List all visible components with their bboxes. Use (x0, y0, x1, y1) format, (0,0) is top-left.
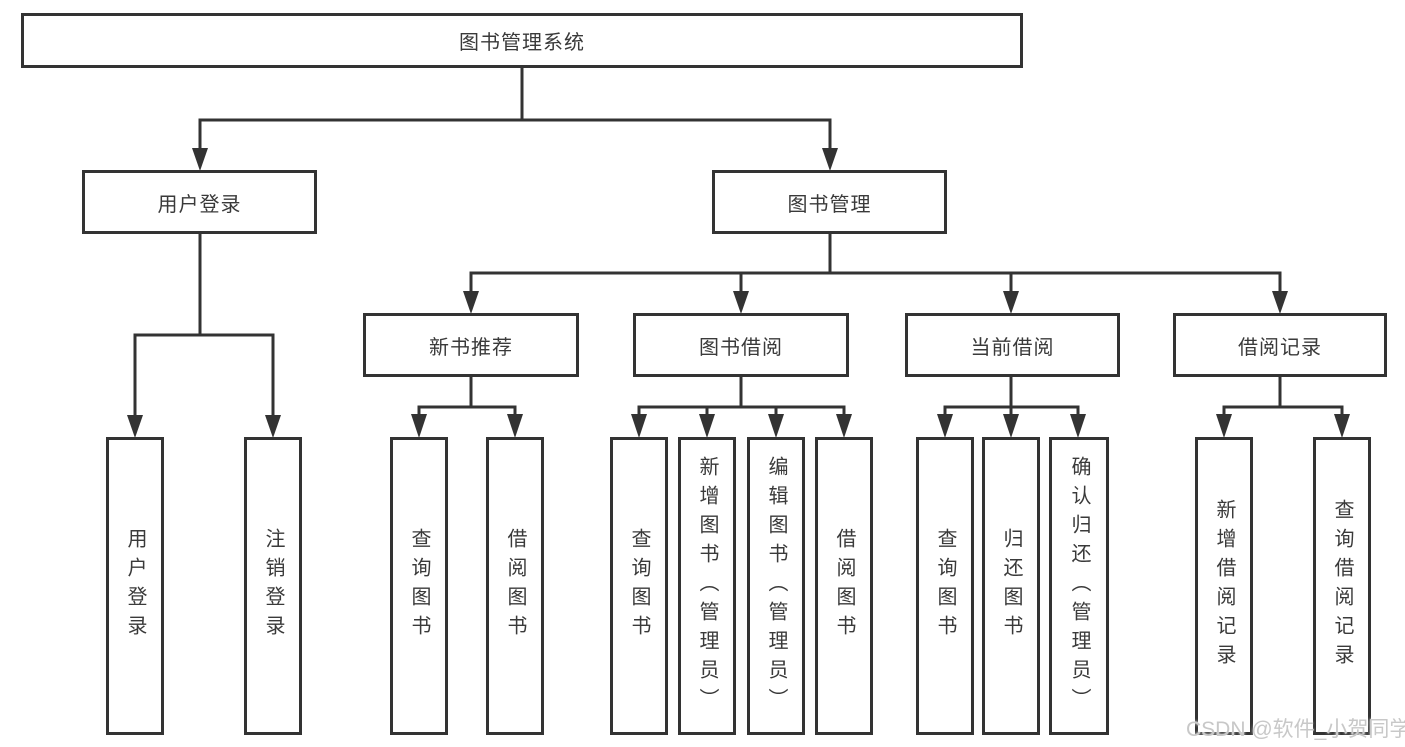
leaf-confirm-return-admin: 确认归还（管理员） (1049, 437, 1109, 735)
leaf-add-book-admin: 新增图书（管理员） (678, 437, 736, 735)
leaf-query-borrow-record: 查询借阅记录 (1313, 437, 1371, 735)
connector-borrow-records-branch (1216, 375, 1350, 438)
node-label: 新增图书（管理员） (696, 455, 718, 717)
node-label: 图书管理系统 (459, 32, 585, 54)
node-label: 用户登录 (124, 528, 146, 644)
leaf-return-book: 归还图书 (982, 437, 1040, 735)
node-label: 图书管理 (787, 193, 872, 216)
connector-book-management-branch (463, 232, 1288, 314)
node-label: 图书借阅 (699, 336, 783, 359)
connector-root-branch (192, 66, 838, 171)
node-label: 借阅记录 (1238, 336, 1322, 359)
node-book-borrow: 图书借阅 (633, 313, 849, 377)
leaf-logout: 注销登录 (244, 437, 302, 735)
leaf-query-books-borrow: 查询图书 (610, 437, 668, 735)
node-label: 查询图书 (934, 528, 956, 644)
node-borrow-records: 借阅记录 (1173, 313, 1387, 377)
node-label: 借阅图书 (504, 528, 526, 644)
node-user-login: 用户登录 (82, 170, 317, 234)
node-library-system: 图书管理系统 (21, 13, 1023, 68)
node-current-borrow: 当前借阅 (905, 313, 1120, 377)
node-label: 查询图书 (628, 528, 650, 644)
watermark-text: CSDN @软件_小贺同学 (1186, 718, 1405, 741)
node-label: 借阅图书 (833, 528, 855, 644)
node-label: 用户登录 (157, 193, 242, 216)
leaf-borrow-books-recommend: 借阅图书 (486, 437, 544, 735)
leaf-query-books-current: 查询图书 (916, 437, 974, 735)
leaf-user-login: 用户登录 (106, 437, 164, 735)
connector-user-login-branch (127, 232, 281, 438)
leaf-add-borrow-record: 新增借阅记录 (1195, 437, 1253, 735)
node-label: 查询图书 (408, 528, 430, 644)
leaf-query-books-recommend: 查询图书 (390, 437, 448, 735)
connector-new-book-branch (411, 375, 523, 438)
leaf-edit-book-admin: 编辑图书（管理员） (747, 437, 805, 735)
node-new-book-recommend: 新书推荐 (363, 313, 579, 377)
node-book-management: 图书管理 (712, 170, 947, 234)
node-label: 当前借阅 (970, 336, 1055, 359)
node-label: 注销登录 (262, 528, 284, 644)
node-label: 查询借阅记录 (1331, 499, 1353, 673)
node-label: 新书推荐 (429, 336, 513, 359)
node-label: 新增借阅记录 (1213, 499, 1235, 673)
node-label: 编辑图书（管理员） (765, 455, 787, 717)
node-label: 确认归还（管理员） (1068, 455, 1090, 717)
node-label: 归还图书 (1000, 528, 1022, 644)
connector-current-borrow-branch (937, 375, 1086, 438)
leaf-borrow-books-borrow: 借阅图书 (815, 437, 873, 735)
connector-book-borrow-branch (631, 375, 852, 438)
